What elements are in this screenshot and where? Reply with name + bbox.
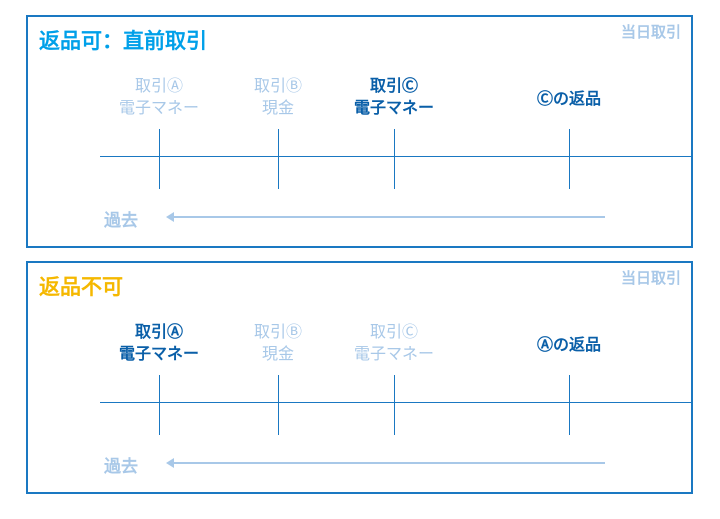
label-line1: 取引Ⓑ: [253, 322, 302, 341]
label-line2: 現金: [261, 98, 294, 117]
label-line2: 電子マネー: [353, 98, 434, 117]
label-line2: 現金: [261, 344, 294, 363]
past-label: 過去: [104, 211, 138, 231]
past-label: 過去: [104, 457, 138, 477]
label-line2: 電子マネー: [353, 344, 434, 363]
past-arrow-icon: [166, 458, 605, 468]
transaction-a: 取引Ⓐ 電子マネー: [89, 75, 229, 119]
label-line1: Ⓐの返品: [536, 335, 601, 354]
transaction-c: 取引Ⓒ 電子マネー: [324, 75, 464, 119]
today-label: 当日取引: [620, 23, 681, 41]
today-label: 当日取引: [620, 269, 681, 287]
tick-c: [394, 375, 395, 435]
transaction-b: 取引Ⓑ 現金: [208, 75, 348, 119]
label-line1: 取引Ⓒ: [369, 322, 418, 341]
label-line2: 電子マネー: [118, 344, 199, 363]
past-arrow-icon: [166, 212, 605, 222]
transaction-a: 取引Ⓐ 電子マネー: [89, 321, 229, 365]
tick-a: [159, 129, 160, 189]
tick-return: [569, 129, 570, 189]
label-line1: 取引Ⓑ: [253, 76, 302, 95]
label-line1: Ⓒの返品: [536, 89, 601, 108]
panel-title: 返品不可: [39, 275, 123, 299]
tick-a: [159, 375, 160, 435]
label-line1: 取引Ⓐ: [134, 322, 183, 341]
tick-c: [394, 129, 395, 189]
transaction-c: 取引Ⓒ 電子マネー: [324, 321, 464, 365]
label-line2: 電子マネー: [118, 98, 199, 117]
return-c: Ⓒの返品: [499, 88, 639, 110]
transaction-b: 取引Ⓑ 現金: [208, 321, 348, 365]
tick-return: [569, 375, 570, 435]
label-line1: 取引Ⓒ: [369, 76, 418, 95]
tick-b: [278, 375, 279, 435]
panel-return-not-allowed: 返品不可 当日取引 取引Ⓐ 電子マネー 取引Ⓑ 現金 取引Ⓒ 電子マネー Ⓐの返品 過…: [26, 261, 693, 494]
tick-b: [278, 129, 279, 189]
timeline: [100, 402, 692, 403]
label-line1: 取引Ⓐ: [134, 76, 183, 95]
panel-return-allowed: 返品可：直前取引 当日取引 取引Ⓐ 電子マネー 取引Ⓑ 現金 取引Ⓒ 電子マネー Ⓒの…: [26, 15, 693, 248]
return-a: Ⓐの返品: [499, 334, 639, 356]
timeline: [100, 156, 692, 157]
panel-title: 返品可：直前取引: [39, 29, 207, 53]
